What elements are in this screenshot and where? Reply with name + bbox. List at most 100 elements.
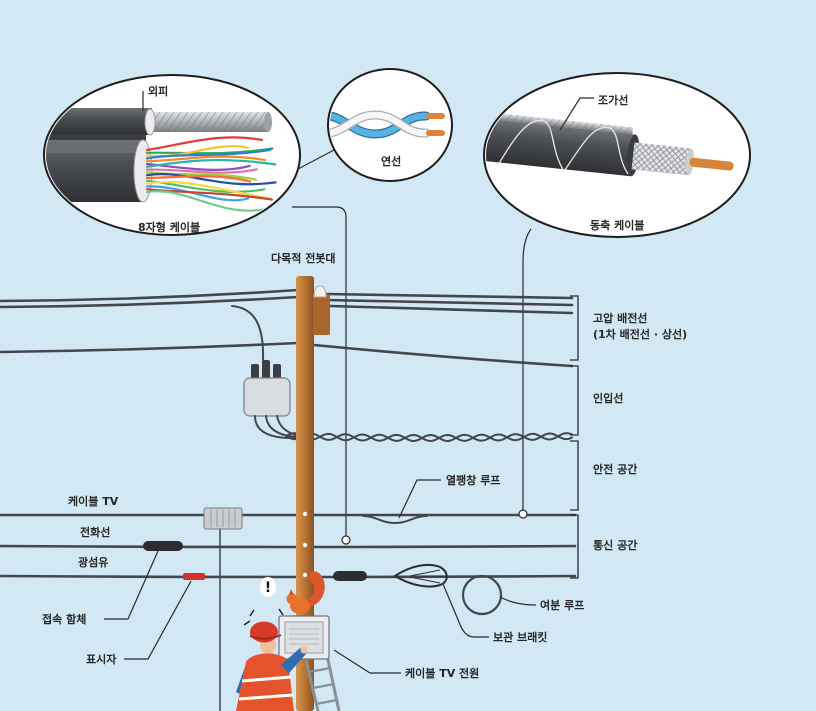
expansion-loop-leader [398, 479, 441, 519]
attachment-bolt [302, 572, 308, 578]
transformer [243, 360, 301, 440]
storage-bracket-spokes [409, 569, 444, 584]
telephone-inset-anchor [341, 535, 351, 545]
safety-space-bracket [570, 440, 579, 511]
splice-enclosure-label: 접속 함체 [42, 612, 86, 626]
pole-label: 다목적 전봇대 [271, 251, 336, 265]
wire-strand [145, 168, 258, 174]
worker-hand [300, 646, 308, 654]
telephone-line [0, 544, 577, 549]
sheath-label: 외피 [148, 84, 168, 98]
neutral-line [0, 341, 300, 354]
surprise-lines [243, 608, 284, 626]
fiber-splice [333, 571, 367, 581]
coax-inset-anchor [518, 509, 528, 519]
coax-inset-connector [522, 228, 532, 510]
braided-shield [631, 142, 692, 176]
messenger-strand-texture [486, 111, 634, 135]
copper-conductor-tip [426, 113, 445, 119]
cable-highlight [46, 145, 142, 153]
squirrel-head [286, 593, 298, 605]
lashing-wire [563, 126, 629, 175]
wire-strand [145, 175, 252, 183]
storage-bracket [393, 563, 448, 588]
squirrel-ear [289, 589, 294, 595]
high-voltage-sublabel: (1차 배전선 · 상선) [593, 327, 687, 341]
high-voltage-label: 고압 배전선 [593, 311, 647, 325]
service-drop-bracket [570, 365, 579, 436]
service-cable [265, 415, 301, 438]
splice-enclosure-leader [104, 550, 159, 620]
cable-marker [183, 573, 205, 580]
primary-line [324, 298, 574, 307]
splice-enclosure [143, 541, 183, 551]
inset-frame [327, 68, 453, 182]
transformer-body [243, 377, 291, 417]
squirrel [286, 571, 325, 614]
slack-loop-label: 여분 루프 [540, 598, 584, 612]
expansion-loop [362, 515, 428, 525]
figure8-cable-inset: 외피 8자형 케이블 [43, 74, 301, 236]
twisted-pair-caption: 연선 [381, 154, 401, 168]
ladder [304, 654, 341, 711]
coaxial-cable-inset: 조가선 동축 케이블 [483, 72, 751, 238]
marker-leader [124, 580, 192, 660]
crossarm-block [313, 294, 330, 335]
fiber-optic-label: 광섬유 [78, 555, 108, 569]
junction-box-ribs [210, 510, 236, 527]
sheath-web [46, 134, 146, 141]
primary-line [324, 292, 574, 300]
coax-caption: 동축 케이블 [590, 218, 644, 232]
high-voltage-lines [0, 288, 574, 368]
communication-lines [0, 507, 577, 711]
wire-strand [145, 180, 272, 200]
bushing [251, 364, 259, 380]
slack-loop [461, 574, 503, 616]
transformer-drop-line [231, 305, 265, 361]
messenger-leader [559, 97, 594, 131]
worker-right-arm [281, 648, 306, 673]
coax-jacket [486, 118, 636, 177]
marker-label: 표시자 [86, 652, 117, 666]
blue-wire [330, 111, 430, 138]
bushing [262, 360, 270, 380]
primary-line [328, 304, 574, 315]
center-conductor [689, 157, 734, 171]
colored-wire-bundle [145, 136, 277, 212]
power-box-louvers [289, 628, 319, 645]
wire-strand [145, 190, 264, 212]
communication-space-label: 통신 공간 [593, 538, 637, 552]
wire-strand [145, 173, 277, 186]
twisted-pair-inset: 연선 [327, 68, 453, 182]
alert-icon: ! [265, 580, 271, 596]
zone-brackets: 고압 배전선 (1차 배전선 · 상선) 인입선 안전 공간 통신 공간 [570, 295, 687, 579]
squirrel-tail [307, 571, 325, 607]
catv-power-leader [333, 649, 401, 674]
vest-reflective-stripes [238, 675, 294, 701]
communication-space-bracket [570, 514, 579, 579]
ladder-rungs [308, 666, 338, 706]
helmet-brim [249, 634, 282, 640]
steel-strand-texture [148, 112, 268, 132]
neutral-line [312, 343, 574, 368]
insulator [313, 285, 327, 298]
service-drop-twisted-cable [285, 432, 573, 442]
slack-loop-leader [499, 596, 537, 606]
messenger-sheath-end [144, 108, 156, 136]
safety-space-label: 안전 공간 [593, 462, 637, 476]
fiber-optic-line [0, 574, 577, 579]
attachment-bolt [302, 511, 308, 517]
messenger-label: 조가선 [598, 93, 628, 107]
catv-power-label: 케이블 TV 전원 [405, 666, 479, 680]
strand-end [264, 112, 272, 132]
service-drop-label: 인입선 [593, 391, 623, 405]
lashing-wire [497, 119, 565, 172]
storage-bracket-leader [442, 583, 489, 638]
figure8-cable-caption: 8자형 케이블 [138, 220, 200, 234]
bushing [273, 364, 281, 380]
wire-strand [145, 158, 277, 168]
expansion-loop-label: 열팽창 루프 [446, 473, 500, 487]
storage-bracket-label: 보관 브래킷 [493, 630, 547, 644]
wire-strand [145, 147, 274, 155]
